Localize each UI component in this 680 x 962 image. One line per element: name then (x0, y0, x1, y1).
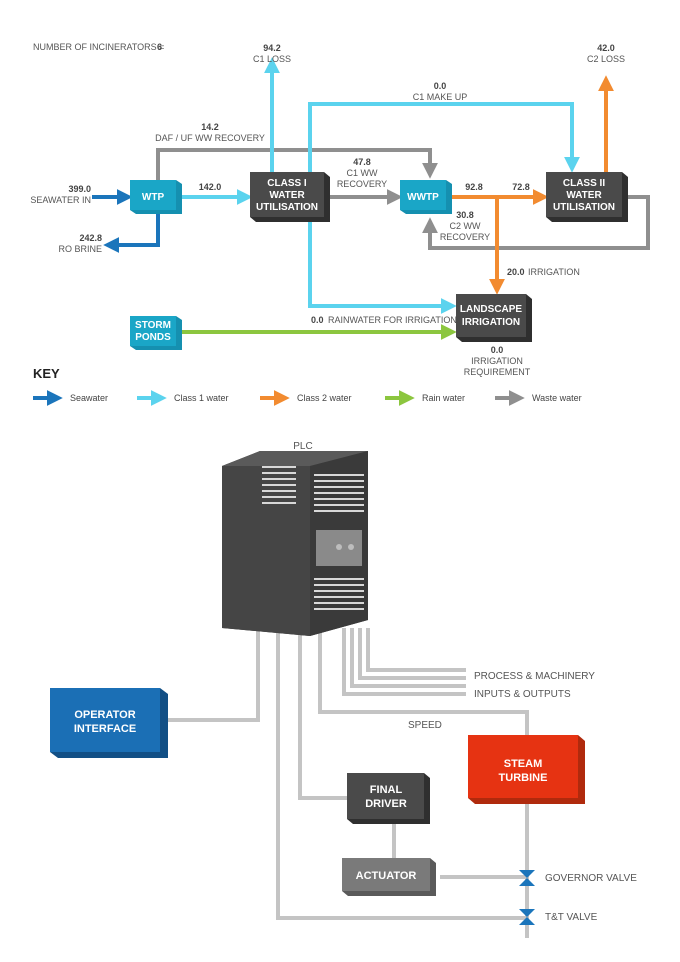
ro-brine-arrow (103, 212, 160, 253)
seawater-in-label: SEAWATER IN (30, 195, 91, 205)
landscape-label-1: LANDSCAPE (460, 304, 523, 315)
landscape-node: LANDSCAPE IRRIGATION (456, 294, 532, 342)
key-item-seawater: Seawater (33, 390, 108, 406)
c1-ww-recovery-value: 47.8 (353, 157, 371, 167)
class2-label-1: CLASS II (563, 178, 605, 189)
rainwater-label: RAINWATER FOR IRRIGATION (328, 315, 457, 325)
wwtp-out-value: 92.8 (465, 182, 483, 192)
class1-label-3: UTILISATION (256, 202, 318, 213)
wtp-node: WTP (130, 180, 182, 214)
actuator-label: ACTUATOR (356, 870, 417, 882)
to-class2-value: 72.8 (512, 182, 530, 192)
c1-ww-recovery-label-1: C1 WW (347, 168, 379, 178)
irrigation-value: 20.0 (507, 267, 525, 277)
key-label-seawater: Seawater (70, 393, 108, 403)
irrigation-req-label-1: IRRIGATION (471, 356, 523, 366)
incinerators-label: NUMBER OF INCINERATORS = (33, 42, 164, 52)
wwtp-label: WWTP (407, 192, 439, 203)
c2-ww-recovery-value: 30.8 (456, 210, 474, 220)
final-driver-label-1: FINAL (370, 784, 403, 796)
c2-ww-recovery-label-2: RECOVERY (440, 232, 490, 242)
daf-uf-label: DAF / UF WW RECOVERY (155, 133, 265, 143)
wtp-to-class1-value: 142.0 (199, 182, 222, 192)
key-label-class2: Class 2 water (297, 393, 352, 403)
storm-label-1: STORM (135, 320, 171, 331)
key-label-class1: Class 1 water (174, 393, 229, 403)
c1-make-up-label: C1 MAKE UP (413, 92, 468, 102)
class1-node: CLASS I WATER UTILISATION (250, 172, 330, 222)
governor-valve-label: GOVERNOR VALVE (545, 873, 637, 884)
incinerators-value: 6 (157, 42, 162, 52)
pm-line-2 (366, 628, 466, 672)
tt-valve-label: T&T VALVE (545, 912, 598, 923)
seawater-in-value: 399.0 (68, 184, 91, 194)
c2-loss-value: 42.0 (597, 43, 615, 53)
actuator-node: ACTUATOR (342, 858, 436, 896)
process-machinery-label: PROCESS & MACHINERY (474, 671, 595, 682)
governor-valve-icon (519, 870, 535, 886)
key-title: KEY (33, 366, 60, 381)
operator-label-1: OPERATOR (74, 709, 135, 721)
irrigation-req-label-2: REQUIREMENT (464, 367, 531, 377)
key-item-rain: Rain water (385, 390, 465, 406)
class1-label-2: WATER (269, 190, 305, 201)
inputs-outputs-label: INPUTS & OUTPUTS (474, 689, 571, 700)
daf-uf-recovery-line (156, 148, 438, 182)
key-item-waste: Waste water (495, 390, 582, 406)
c2-ww-recovery-label-1: C2 WW (450, 221, 482, 231)
final-driver-node: FINAL DRIVER (347, 773, 430, 824)
irrigation-label: IRRIGATION (528, 267, 580, 277)
key-item-class2: Class 2 water (260, 390, 352, 406)
tt-valve-icon (519, 909, 535, 925)
ro-brine-value: 242.8 (79, 233, 102, 243)
wwtp-node: WWTP (400, 180, 452, 214)
io-line-1 (342, 628, 466, 696)
key-label-waste: Waste water (532, 393, 582, 403)
wtp-label: WTP (142, 192, 165, 203)
irrigation-req-value: 0.0 (491, 345, 504, 355)
c1-loss-label: C1 LOSS (253, 54, 291, 64)
operator-line (168, 628, 260, 722)
steam-turbine-label-1: STEAM (504, 758, 543, 770)
c1-make-up-value: 0.0 (434, 81, 447, 91)
steam-turbine-label-2: TURBINE (499, 772, 548, 784)
c2-ww-recovery-arrow (422, 195, 650, 250)
final-driver-label-2: DRIVER (365, 798, 407, 810)
control-lines (168, 628, 529, 938)
class2-node: CLASS II WATER UTILISATION (546, 172, 628, 222)
class2-label-2: WATER (566, 190, 602, 201)
c2-loss-label: C2 LOSS (587, 54, 625, 64)
c1-loss-value: 94.2 (263, 43, 281, 53)
pm-line-1 (358, 628, 466, 680)
class1-to-landscape-arrow (308, 218, 457, 314)
rainwater-value: 0.0 (311, 315, 324, 325)
speed-label: SPEED (408, 720, 442, 731)
operator-label-2: INTERFACE (74, 723, 136, 735)
speed-line (318, 628, 529, 938)
steam-turbine-node: STEAM TURBINE (468, 735, 585, 804)
plc-label: PLC (293, 441, 312, 452)
landscape-label-2: IRRIGATION (462, 317, 520, 328)
operator-interface-node: OPERATOR INTERFACE (50, 688, 168, 758)
class2-label-3: UTILISATION (553, 202, 615, 213)
tt-valve-line (276, 628, 525, 920)
key-item-class1: Class 1 water (137, 390, 229, 406)
ro-brine-label: RO BRINE (58, 244, 102, 254)
final-driver-line (298, 628, 347, 800)
io-line-2 (350, 628, 466, 688)
key-label-rain: Rain water (422, 393, 465, 403)
class1-label-1: CLASS I (267, 178, 307, 189)
storm-label-2: PONDS (135, 332, 171, 343)
storm-ponds-node: STORM PONDS (130, 316, 182, 350)
c1-ww-recovery-label-2: RECOVERY (337, 179, 387, 189)
plc-cabinet-icon (222, 451, 368, 636)
daf-uf-value: 14.2 (201, 122, 219, 132)
c1-make-up-arrow (308, 102, 580, 173)
